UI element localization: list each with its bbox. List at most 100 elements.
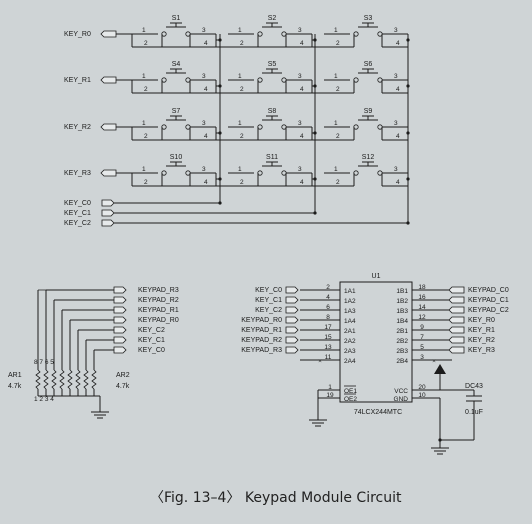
input-pin-name: 1A3 (344, 308, 356, 315)
resistor-3 (51, 369, 57, 390)
ar2-value: 4.7k (116, 383, 130, 390)
row-label-key_r1: KEY_R1 (64, 77, 91, 84)
input-net-keypad_r3: KEYPAD_R3 (241, 347, 282, 354)
pin-number: 1 (334, 73, 338, 80)
output-pin-number: 9 (420, 324, 424, 331)
pin-number: 3 (202, 166, 206, 173)
pin-number: 4 (300, 40, 304, 47)
output-pin-number: 18 (418, 284, 426, 291)
input-net-key_c0: KEY_C0 (255, 287, 282, 294)
pin-number: 3 (394, 166, 398, 173)
input-pin-name: 2A3 (344, 348, 356, 355)
pin-number: 2 (240, 133, 244, 140)
pin-number: 4 (204, 179, 208, 186)
output-pin-number: 7 (420, 334, 424, 341)
output-pin-name: 2B1 (396, 328, 408, 335)
input-pin-name: 1A1 (344, 288, 356, 295)
signal-port-keypad_r1 (113, 306, 127, 314)
power-pin-number: 10 (418, 392, 426, 399)
resistor-5 (67, 369, 73, 390)
switch-column-junction (218, 131, 222, 135)
pin-number: 2 (240, 86, 244, 93)
switch-label: S9 (364, 108, 373, 115)
input-pin-name: 1A4 (344, 318, 356, 325)
vcc-arrow-icon (434, 364, 446, 374)
buffer-ref: U1 (372, 273, 381, 280)
contact-left (257, 170, 263, 176)
output-net-key_r1: KEY_R1 (468, 327, 495, 334)
input-pin-name: 2A1 (344, 328, 356, 335)
pin-number: 1 (238, 73, 242, 80)
input-pin-name: 2A2 (344, 338, 356, 345)
pullup-ground (91, 404, 109, 419)
col-label-key_c0: KEY_C0 (64, 200, 91, 207)
switch-label: S3 (364, 15, 373, 22)
switch-column-junction (218, 38, 222, 42)
signal-port-key_c1 (113, 336, 127, 344)
switch-label: S11 (266, 154, 278, 161)
switch-column-junction (313, 131, 317, 135)
input-port-key_c0 (285, 286, 299, 294)
pin-number: 4 (300, 86, 304, 93)
pin-number: 4 (300, 179, 304, 186)
input-pin-name: 2A4 (344, 358, 356, 365)
row-port-key_r2 (100, 123, 117, 131)
figure-caption: 〈Fig. 13–4〉 Keypad Module Circuit (150, 490, 402, 506)
pin-number: 1 (142, 73, 146, 80)
signal-label-key_c0: KEY_C0 (138, 347, 165, 354)
output-port-key_r3 (448, 346, 465, 354)
col-port-key_c2 (101, 219, 115, 227)
contact-left (161, 124, 167, 130)
input-pin-number: 13 (324, 344, 332, 351)
pin-number: 3 (298, 120, 302, 127)
output-pin-number: 5 (420, 344, 424, 351)
pin-number: 4 (396, 86, 400, 93)
pullup-resistor-section: KEYPAD_R3KEYPAD_R2KEYPAD_R1KEYPAD_R0KEY_… (8, 286, 179, 419)
input-pin-number: 15 (324, 334, 332, 341)
col-port-key_c0 (101, 199, 115, 207)
buffer-part-number: 74LCX244MTC (354, 409, 402, 416)
pin-number: 1 (334, 27, 338, 34)
input-pin-number: 17 (324, 324, 332, 331)
row-port-key_r0 (100, 30, 117, 38)
input-pin-number: 8 (326, 314, 330, 321)
switch-column-junction (218, 177, 222, 181)
pin-number: 2 (336, 86, 340, 93)
signal-label-keypad_r0: KEYPAD_R0 (138, 317, 179, 324)
row-port-key_r1 (100, 76, 117, 84)
input-pin-name: 1A2 (344, 298, 356, 305)
switch-column-junction (406, 38, 410, 42)
buffer-ic-body (339, 281, 413, 403)
contact-left (161, 170, 167, 176)
input-pin-number: 2 (326, 284, 330, 291)
contact-left (161, 31, 167, 37)
signal-label-keypad_r2: KEYPAD_R2 (138, 297, 179, 304)
output-port-keypad_c2 (448, 306, 465, 314)
capacitor-ref: DC43 (465, 383, 483, 390)
switch-label: S10 (170, 154, 183, 161)
pin-number: 2 (336, 40, 340, 47)
output-pin-name: 2B4 (396, 358, 408, 365)
input-net-key_c1: KEY_C1 (255, 297, 282, 304)
pin-number: 2 (144, 133, 148, 140)
input-port-key_c1 (285, 296, 299, 304)
pin-number: 2 (144, 179, 148, 186)
output-port-keypad_c1 (448, 296, 465, 304)
resistor-pin-numbers-bottom: 1 2 3 4 (34, 396, 54, 403)
output-net-key_r2: KEY_R2 (468, 337, 495, 344)
switch-column-junction (313, 84, 317, 88)
enable-pin-name: OE1 (344, 388, 357, 395)
input-net-key_c2: KEY_C2 (255, 307, 282, 314)
signal-label-keypad_r3: KEYPAD_R3 (138, 287, 179, 294)
pin-number: 2 (336, 133, 340, 140)
switch-column-junction (406, 131, 410, 135)
input-port-key_c2 (285, 306, 299, 314)
switch-column-junction (313, 38, 317, 42)
pin-number: 1 (238, 120, 242, 127)
pin-number: 4 (204, 133, 208, 140)
